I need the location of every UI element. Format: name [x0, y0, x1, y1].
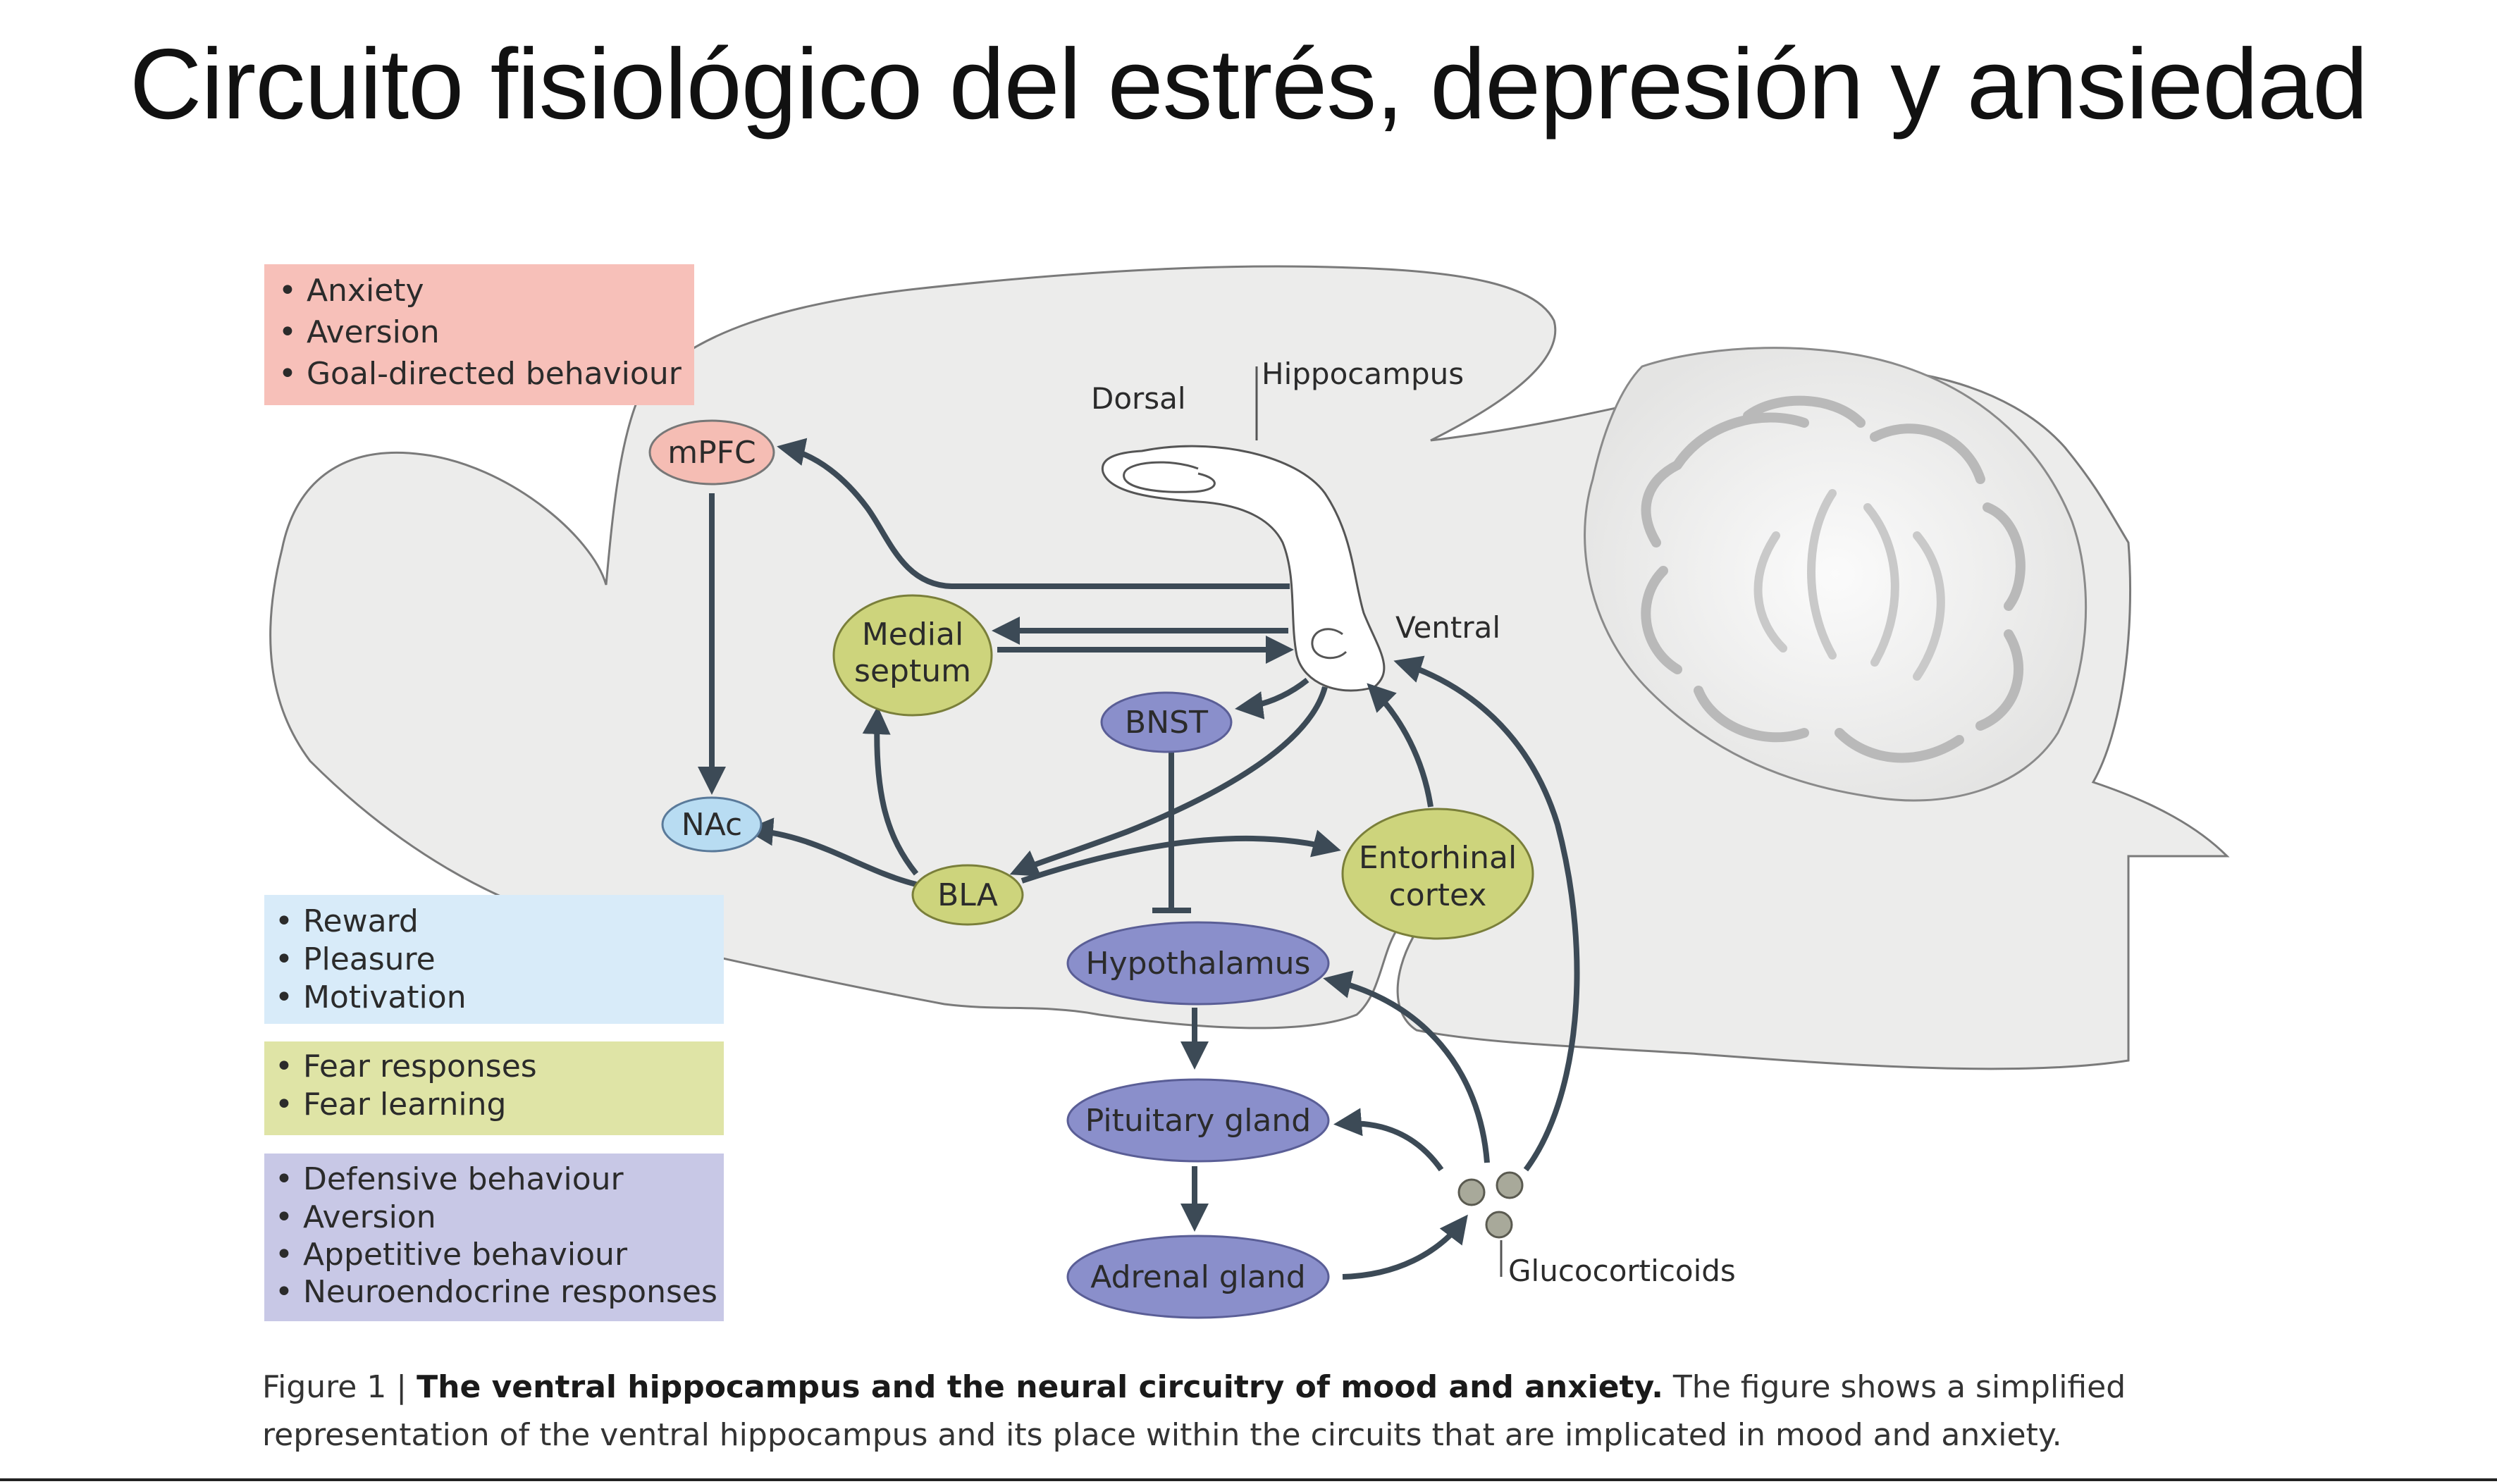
caption-prefix: Figure 1 | [262, 1369, 417, 1405]
label-dorsal: Dorsal [1091, 381, 1186, 416]
legend-item: • Reward [275, 903, 419, 939]
node-label: mPFC [667, 435, 756, 471]
node-bla: BLA [911, 864, 1024, 926]
arrow-hippocampus-to-mpfc [777, 438, 1290, 589]
legend-item: • Neuroendocrine responses [275, 1274, 717, 1310]
legend-item: • Fear learning [275, 1087, 506, 1123]
arrow-bla-to-nac [745, 817, 917, 887]
node-label: cortex [1389, 877, 1487, 913]
arrow-bla-to-septum [862, 706, 919, 876]
legend-green: • Fear responses • Fear learning [264, 1041, 724, 1135]
arrow-bla-to-entorhinal [1021, 829, 1341, 884]
legend-blue: • Reward • Pleasure • Motivation [264, 895, 724, 1024]
node-adrenal-gland: Adrenal gland [1066, 1235, 1330, 1319]
node-label: Hypothalamus [1086, 946, 1311, 982]
node-mpfc: mPFC [648, 419, 775, 486]
arrow-glucocorticoids-to-hippocampus [1393, 655, 1580, 1172]
legend-pink: • Anxiety • Aversion • Goal-directed beh… [264, 264, 694, 405]
legend-item: • Defensive behaviour [275, 1161, 624, 1197]
node-label: Pituitary gland [1085, 1103, 1311, 1139]
node-label: NAc [682, 807, 742, 843]
arrow-hippocampus-to-bla [1009, 686, 1328, 877]
node-label: BNST [1125, 705, 1208, 741]
node-label: Entorhinal [1359, 840, 1517, 876]
node-entorhinal-cortex: Entorhinal cortex [1341, 808, 1534, 940]
arrow-glucocorticoids-to-pituitary [1333, 1108, 1444, 1172]
arrows [698, 438, 1580, 1280]
legend-item: • Motivation [275, 979, 467, 1015]
legend-item: • Goal-directed behaviour [278, 356, 682, 392]
node-label: Adrenal gland [1090, 1259, 1305, 1295]
arrow-hippocampus-to-bnst [1235, 677, 1309, 719]
node-nac: NAc [661, 796, 763, 853]
caption-bold: The ventral hippocampus and the neural c… [417, 1369, 1663, 1405]
caption-rest: The figure shows a simplified representa… [262, 1369, 2126, 1453]
slide-title: Circuito fisiológico del estrés, depresi… [129, 28, 2368, 140]
label-ventral: Ventral [1395, 610, 1500, 645]
legend-item: • Pleasure [275, 941, 436, 977]
cerebellum [1584, 347, 2088, 802]
label-hippocampus: Hippocampus [1262, 357, 1464, 391]
legend-item: • Aversion [278, 314, 440, 350]
arrow-entorhinal-to-hippocampus [1367, 683, 1434, 808]
inhibitory-bnst-to-hypothalamus [1152, 748, 1191, 913]
node-label: BLA [937, 877, 998, 913]
bottom-divider [0, 1478, 2497, 1481]
node-label: Medial [862, 617, 963, 653]
arrow-adrenal-to-glucocorticoids [1342, 1214, 1468, 1280]
arrow-glucocorticoids-to-hypothalamus [1323, 970, 1490, 1163]
legend-purple: • Defensive behaviour • Aversion • Appet… [264, 1154, 724, 1321]
node-bnst: BNST [1100, 691, 1233, 753]
label-glucocorticoids: Glucocorticoids [1508, 1254, 1736, 1288]
node-hypothalamus: Hypothalamus [1066, 921, 1330, 1006]
node-label: septum [854, 653, 971, 689]
glucocorticoid-dots [1457, 1171, 1524, 1239]
legend-item: • Aversion [275, 1199, 436, 1235]
legend-item: • Fear responses [275, 1049, 537, 1084]
node-medial-septum: Medial septum [832, 594, 993, 717]
legend-item: • Appetitive behaviour [275, 1237, 628, 1273]
figure-caption: Figure 1 | The ventral hippocampus and t… [262, 1364, 2165, 1459]
hippocampus-structure [1101, 366, 1386, 692]
legend-item: • Anxiety [278, 273, 424, 309]
node-pituitary-gland: Pituitary gland [1066, 1078, 1330, 1163]
